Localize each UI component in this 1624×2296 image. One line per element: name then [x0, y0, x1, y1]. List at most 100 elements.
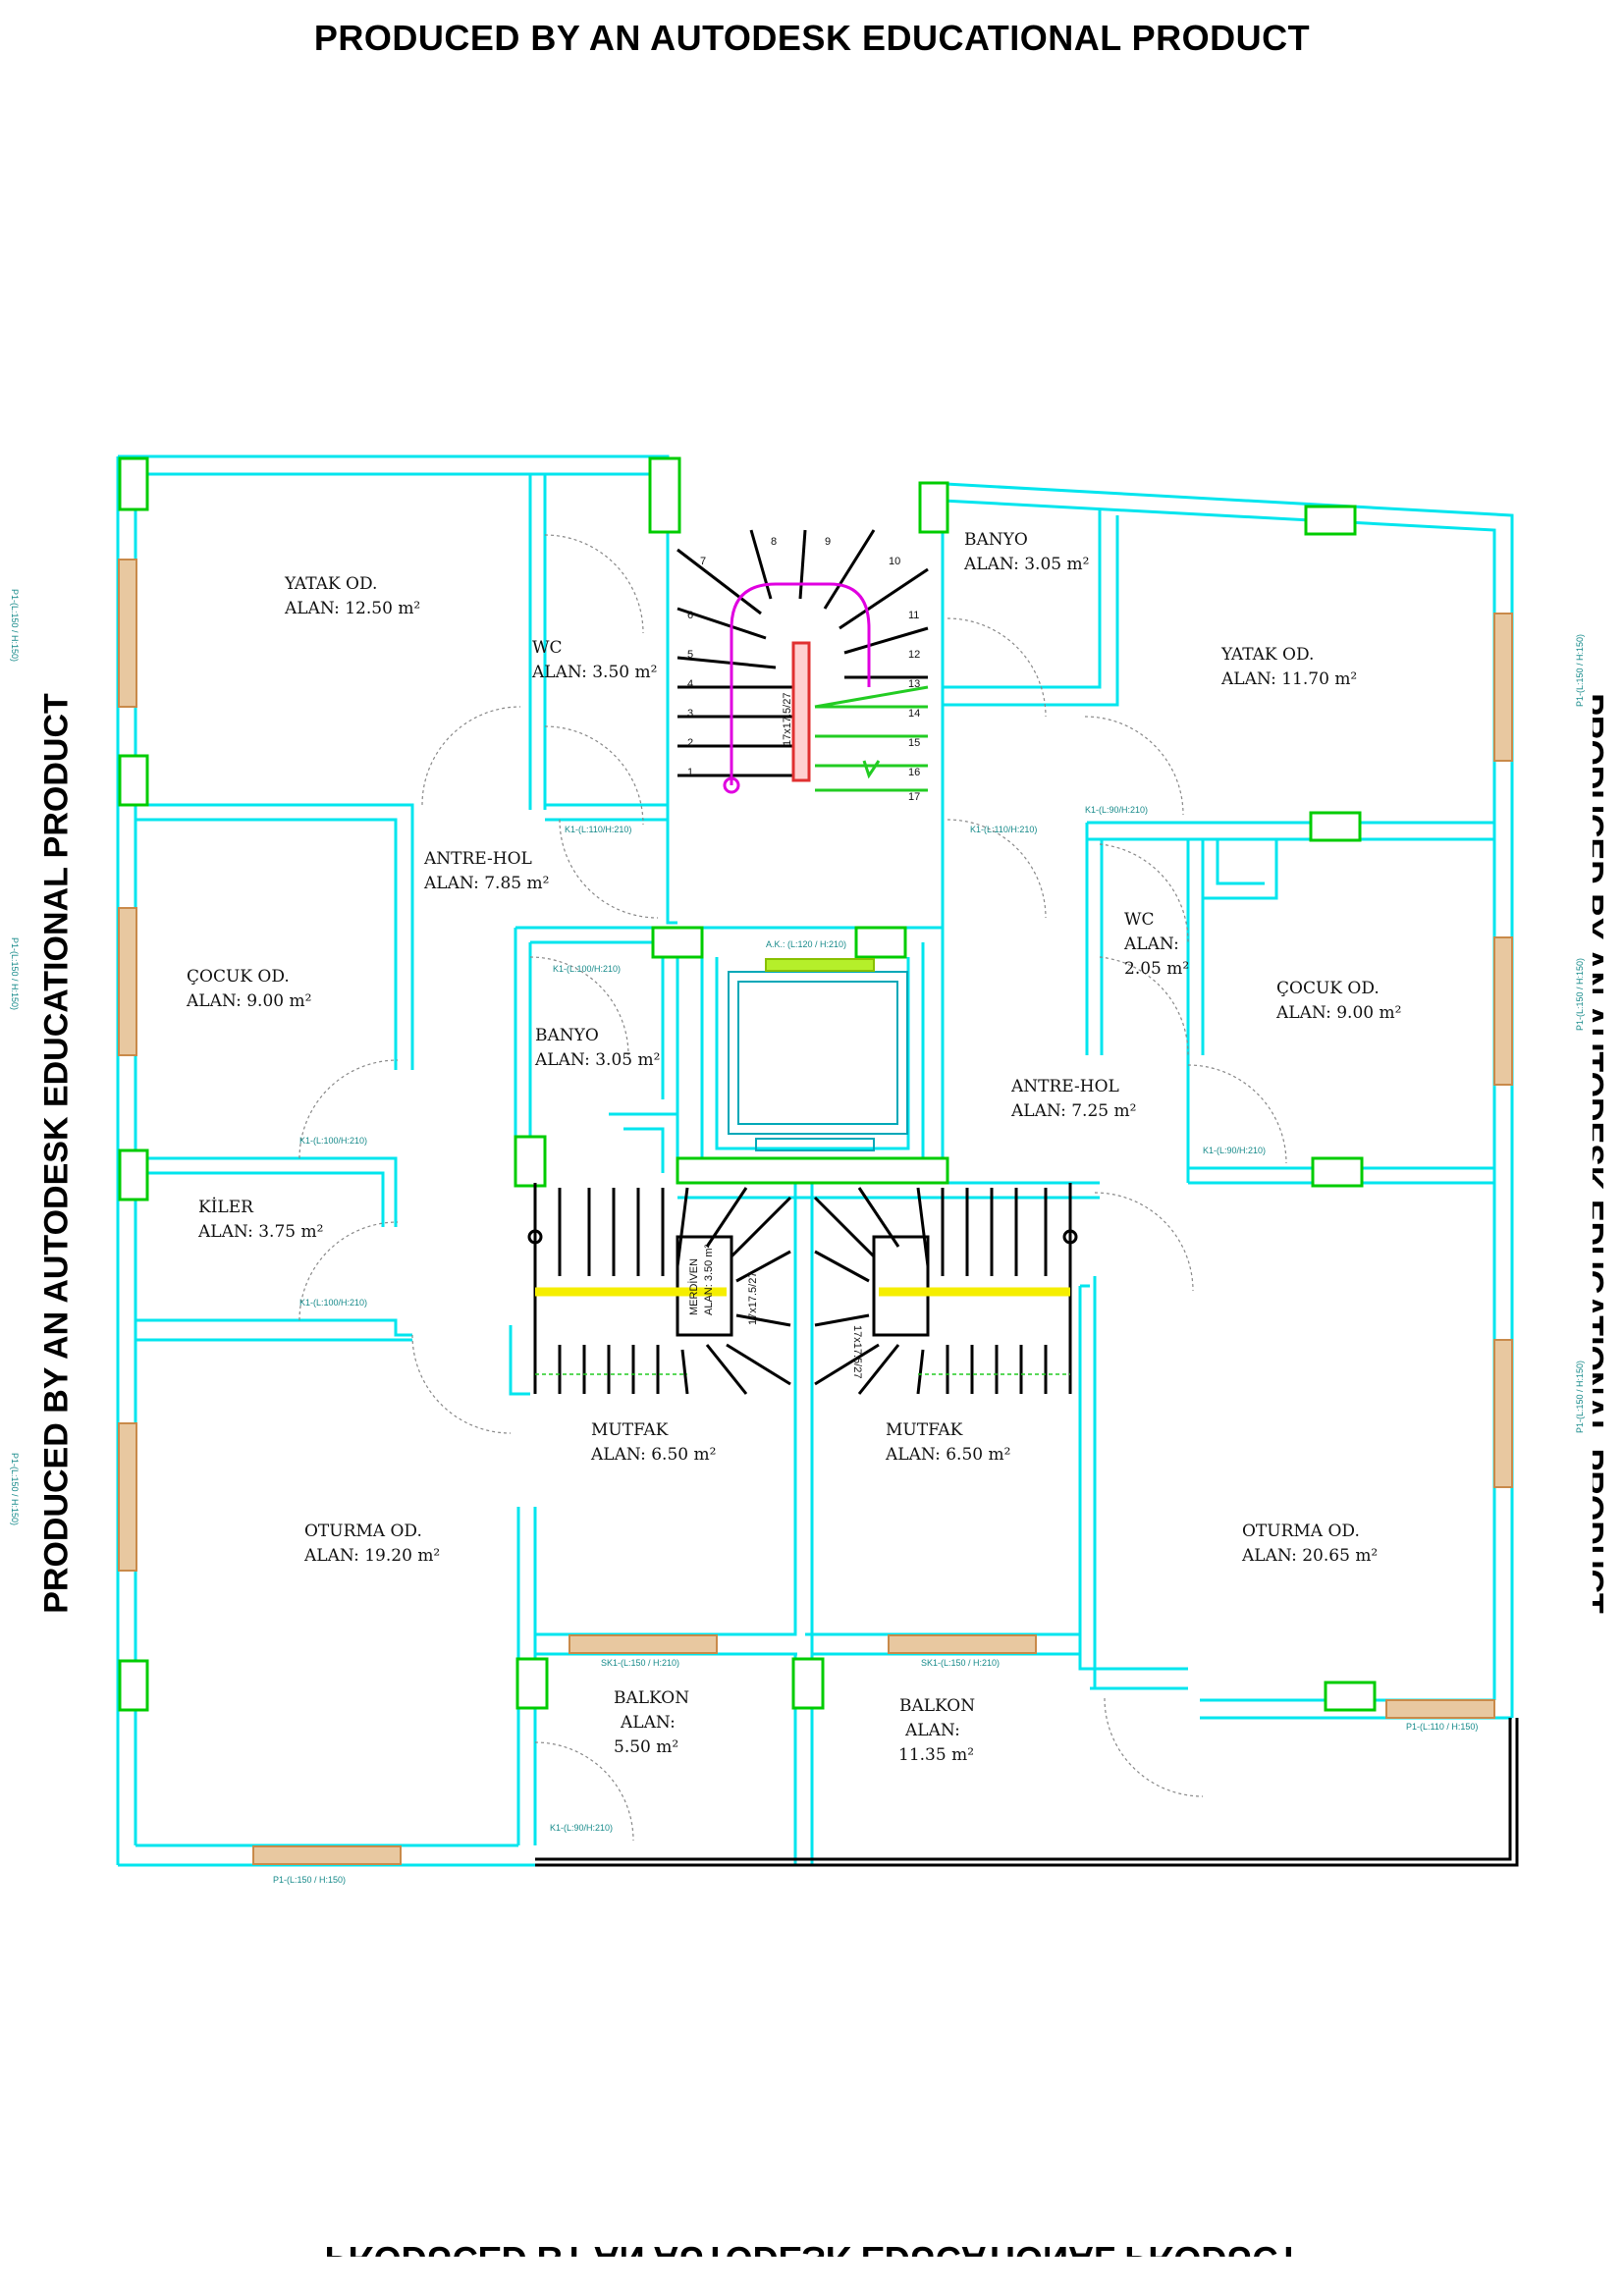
window-tag: P1-(L:150 / H:150) [1575, 1361, 1585, 1433]
window [1385, 1699, 1495, 1719]
room-name: YATAK OD. [1220, 645, 1314, 665]
lower-stair-labels: MERDİVEN ALAN: 3.50 m² 17x17.5/27 17x17.… [687, 1245, 863, 1379]
window-tag: P1-(L:150 / H:150) [10, 937, 20, 1010]
room-name: KİLER [198, 1197, 254, 1217]
room-area: ALAN: 3.05 m² [534, 1050, 660, 1070]
room-name: OTURMA OD. [304, 1522, 422, 1541]
wall [795, 1176, 814, 1865]
window [252, 1845, 402, 1865]
window-tag: P1-(L:110 / H:150) [1406, 1722, 1478, 1732]
wall [926, 483, 945, 928]
step-number: 7 [700, 556, 706, 567]
wall [623, 1127, 665, 1173]
room-area: 5.50 m² [614, 1737, 678, 1757]
column [118, 456, 149, 511]
wall [609, 1112, 679, 1183]
room-name: BANYO [535, 1026, 599, 1045]
room-name: BALKON [899, 1696, 975, 1716]
column [791, 1657, 825, 1710]
door-tag: K1-(L:90/H:210) [1085, 805, 1148, 815]
stair-spec: 17x17.5/27 [782, 693, 793, 746]
wall [700, 942, 925, 1165]
wall [715, 957, 910, 1150]
door-swing [1104, 1697, 1204, 1797]
room-area: ALAN: 3.50 m² [531, 663, 657, 682]
step-number: 5 [687, 649, 693, 661]
wall [943, 510, 1102, 689]
balcony-door [888, 1634, 1037, 1654]
column [514, 1135, 547, 1188]
wall [135, 803, 414, 1070]
door-swing [529, 956, 629, 1056]
merdiven-area: ALAN: 3.50 m² [703, 1245, 715, 1315]
door-swing [1084, 716, 1184, 816]
door-tag: K1-(L:110/H:210) [970, 825, 1037, 834]
step-number: 12 [908, 649, 920, 661]
door-tag: K1-(L:90/H:210) [1203, 1146, 1266, 1155]
wall [135, 818, 398, 1070]
column [918, 481, 949, 534]
lower-stairs [527, 1183, 1078, 1395]
door-tag: K1-(L:100/H:210) [553, 964, 621, 974]
room-area: ALAN: 3.75 m² [197, 1222, 323, 1242]
step-number: 17 [908, 791, 920, 803]
watermark-top: PRODUCED BY AN AUTODESK EDUCATIONAL PROD… [313, 18, 1311, 58]
step-number: 2 [687, 737, 693, 749]
merdiven-label: MERDİVEN [687, 1258, 700, 1315]
step-number: 15 [908, 737, 920, 749]
window-tag: P1-(L:150 / H:150) [273, 1875, 346, 1885]
room-name: WC [532, 638, 562, 658]
wall [1216, 839, 1265, 885]
outer-wall [942, 499, 1496, 1700]
door-tag: SK1-(L:150 / H:210) [921, 1658, 1000, 1668]
step-number: 11 [908, 610, 919, 621]
stair-spec: 17x17.5/27 [851, 1325, 863, 1378]
wall [135, 1156, 398, 1227]
room-area: ALAN: 9.00 m² [186, 991, 311, 1011]
door-swing [411, 1334, 512, 1434]
elevator-door-tag: A.K.: (L:120 / H:210) [766, 939, 846, 949]
window-tag: P1-(L:150 / H:150) [10, 1453, 20, 1525]
step-number: 9 [825, 536, 831, 548]
opening-tags: P1-(L:150 / H:150) SK1-(L:150 / H:210) S… [10, 589, 1585, 1885]
column [1309, 811, 1362, 842]
room-area: ALAN: 12.50 m² [284, 599, 420, 618]
door-swing [298, 1059, 399, 1159]
wall [943, 515, 1119, 707]
door-swing [1099, 843, 1189, 943]
column [676, 1156, 949, 1185]
room-name: ÇOCUK OD. [187, 967, 290, 987]
room-name: MUTFAK [886, 1420, 963, 1440]
wall [535, 1178, 797, 1636]
door-tag: K1-(L:100/H:210) [299, 1298, 367, 1308]
door-tag: K1-(L:110/H:210) [565, 825, 631, 834]
room-name: ANTRE-HOL [423, 849, 532, 869]
window [118, 1422, 137, 1572]
terrace-edge [535, 1718, 1519, 1867]
window-tag: P1-(L:150 / H:150) [1575, 634, 1585, 707]
room-name: WC [1124, 910, 1154, 930]
room-area: ALAN: 9.00 m² [1275, 1003, 1401, 1023]
outer-wall [927, 481, 1514, 1718]
room-area: ALAN: 20.65 m² [1241, 1546, 1378, 1566]
room-area: ALAN: 6.50 m² [885, 1445, 1010, 1465]
door-tag: SK1-(L:150 / H:210) [601, 1658, 679, 1668]
room-area: ALAN: 7.85 m² [423, 874, 549, 893]
door-swing [1099, 956, 1189, 1056]
room-area: ALAN: 11.70 m² [1220, 669, 1357, 689]
balcony-door [568, 1634, 718, 1654]
step-number: 4 [687, 678, 693, 690]
window-tag: P1-(L:150 / H:150) [10, 589, 20, 662]
door-swing [544, 725, 644, 826]
step-number: 3 [687, 708, 693, 720]
window [118, 559, 137, 708]
room-name: ANTRE-HOL [1010, 1077, 1119, 1096]
room-area: ALAN: 7.25 m² [1010, 1101, 1136, 1121]
door-swing [544, 534, 644, 634]
column [648, 456, 681, 534]
room-labels: YATAK OD. ALAN: 12.50 m² WC ALAN: 3.50 m… [186, 530, 1401, 1765]
door-swing [298, 1221, 399, 1321]
step-number: 10 [889, 556, 900, 567]
door-tag: K1-(L:90/H:210) [550, 1823, 613, 1833]
